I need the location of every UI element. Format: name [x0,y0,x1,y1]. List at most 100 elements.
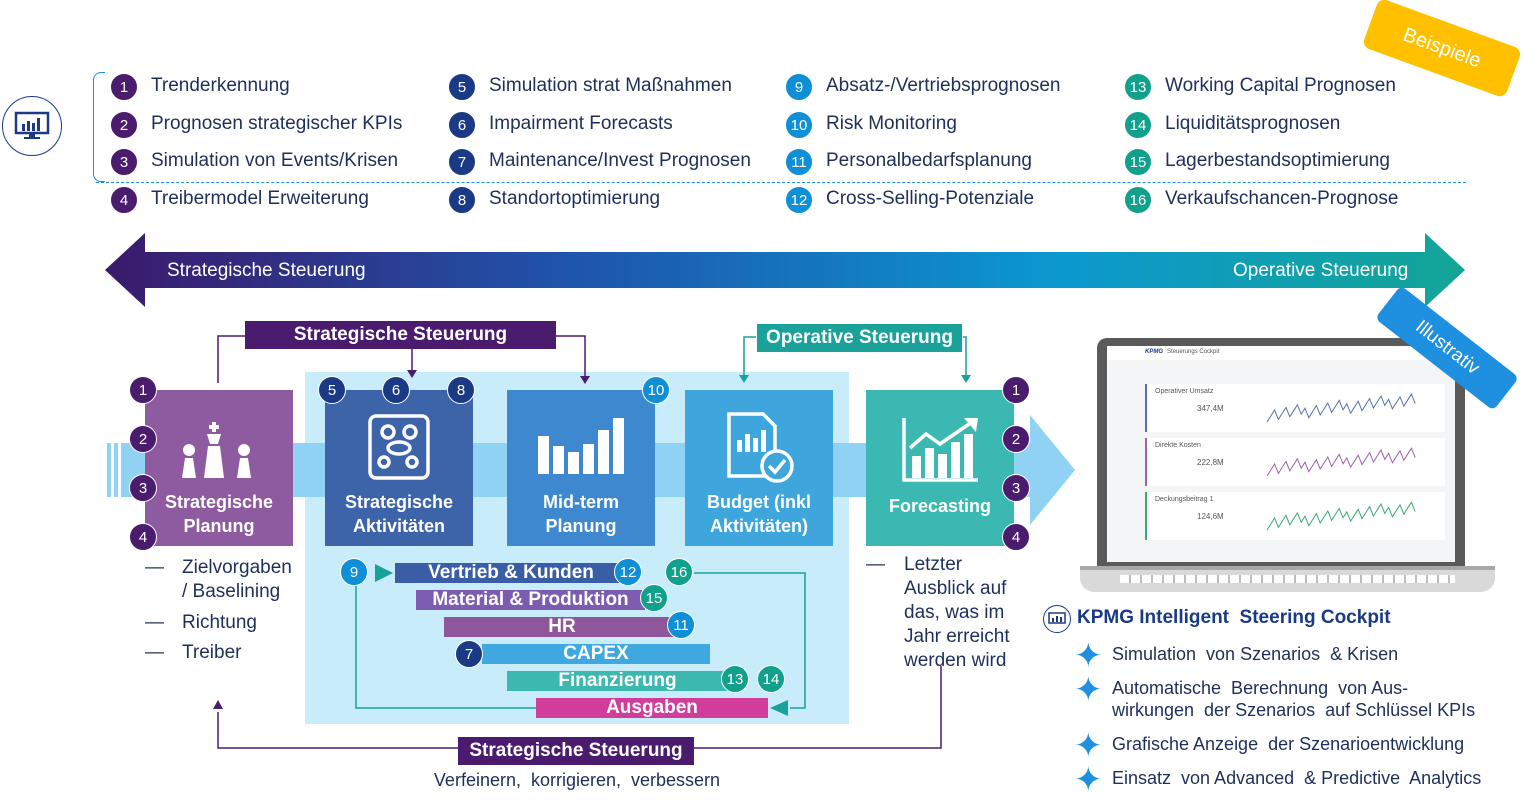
use-case-label: Prognosen strategischer KPIs [151,113,403,134]
use-case-label: Personalbedarfsplanung [826,150,1032,171]
process-badge-15: 15 [640,584,668,612]
bar-ausgaben: Ausgaben [536,698,768,718]
kpi-name: Deckungsbeitrag 1 [1155,496,1214,503]
star-icon: ✦ [1074,671,1103,709]
process-badge-4: 4 [129,523,157,551]
bar-vertrieb: Vertrieb & Kunden [395,563,627,583]
bar-material: Material & Produktion [416,590,645,610]
use-case-label: Treibermodel Erweiterung [151,188,369,209]
monitor-chart-icon [2,96,62,156]
chess-pieces-icon [182,422,251,478]
use-case-badge: 4 [110,186,138,214]
process-badge-4: 4 [1002,523,1030,551]
bar-chart-icon [538,418,624,474]
process-badge-11: 11 [667,611,695,639]
use-case-badge: 12 [785,186,813,214]
kpmg-logo: KPMG [1145,349,1163,355]
laptop-base [1080,566,1495,592]
use-case-badge: 9 [785,73,813,101]
box-strategische-planung: Strategische Planung [145,390,293,546]
star-icon: ✦ [1074,761,1103,799]
cockpit-feature: Simulation von Szenarios & Krisen [1112,644,1399,664]
use-case-label: Impairment Forecasts [489,113,673,134]
process-badge-7: 7 [455,640,483,668]
use-case-label: Liquiditätsprognosen [1165,113,1341,134]
use-case-badge: 2 [110,111,138,139]
process-badge-12: 12 [614,558,642,586]
use-case-badge: 8 [448,186,476,214]
kpi-panel: Deckungsbeitrag 1 124,6M [1145,492,1445,540]
arrow-label-right: Operative Steuerung [1233,260,1409,281]
use-case-label: Working Capital Prognosen [1165,75,1396,96]
arrow-label-left: Strategische Steuerung [167,260,366,281]
star-icon: ✦ [1074,727,1103,765]
bar-hr: HR [444,617,680,637]
use-case-label: Absatz-/Vertriebsprognosen [826,75,1061,96]
kpi-name: Direkte Kosten [1155,442,1201,449]
use-case-badge: 3 [110,148,138,176]
process-badge-2: 2 [129,425,157,453]
process-badge-1: 1 [129,376,157,404]
kpi-name: Operativer Umsatz [1155,388,1214,395]
use-case-label: Verkaufschancen-Prognose [1165,188,1399,209]
use-case-label: Simulation von Events/Krisen [151,150,399,171]
bar-capex: CAPEX [482,644,710,664]
box-title: Strategische Aktivitäten [344,492,454,536]
use-case-label: Standortoptimierung [489,188,661,209]
process-badge-6: 6 [382,376,410,404]
kpi-trend-line [1266,501,1416,531]
process-badge-13: 13 [721,665,749,693]
note-treiber: Treiber [182,642,242,663]
use-case-badge: 1 [110,73,138,101]
laptop: KPMG Steuerungs Cockpit Operativer Umsat… [1097,338,1465,568]
box-budget: Budget (inkl Aktivitäten) [685,390,833,546]
box-mid-term-planung: Mid-term Planung [507,390,655,546]
plan-board-icon [368,414,430,480]
kpi-value: 347,4M [1197,404,1224,413]
use-case-badge: 7 [448,148,476,176]
cockpit-feature: Einsatz von Advanced & Predictive Analyt… [1112,768,1482,788]
use-case-label: Risk Monitoring [826,113,957,134]
note-treiber-dash: — [145,642,164,663]
cockpit-title: KPMG Intelligent Steering Cockpit [1077,607,1391,628]
use-case-badge: 13 [1124,73,1152,101]
star-icon: ✦ [1074,637,1103,675]
box-title: Budget (inkl Aktivitäten) [707,492,811,536]
note-richtung-dash: — [145,612,164,633]
process-badge-1: 1 [1002,376,1030,404]
process-badge-8: 8 [447,376,475,404]
divider-dashed [96,182,1466,183]
use-case-badge: 10 [785,111,813,139]
bar-finanzierung: Finanzierung [507,671,728,691]
use-case-badge: 6 [448,111,476,139]
top-strategic-label: Strategische Steuerung [245,321,556,349]
cockpit-feature: Grafische Anzeige der Szenarioentwicklun… [1112,734,1465,754]
use-case-label: Cross-Selling-Potenziale [826,188,1035,209]
kpi-value: 124,6M [1197,512,1224,521]
process-badge-3: 3 [1002,474,1030,502]
box-forecasting: Forecasting [866,390,1014,546]
box-title: Strategische Planung [164,492,274,536]
note-forecast: Letzter Ausblick auf das, was im Jahr er… [904,554,1010,671]
process-badge-5: 5 [318,376,346,404]
process-badge-10: 10 [642,376,670,404]
kpi-trend-line [1266,393,1416,423]
use-case-badge: 16 [1124,186,1152,214]
note-richtung: Richtung [182,612,257,633]
top-operative-label: Operative Steuerung [756,323,963,353]
box-title: Forecasting [888,496,992,516]
process-badge-3: 3 [129,474,157,502]
use-case-label: Simulation strat Maßnahmen [489,75,732,96]
use-case-label: Maintenance/Invest Prognosen [489,150,751,171]
kpi-panel: Operativer Umsatz 347,4M [1145,384,1445,432]
process-badge-2: 2 [1002,425,1030,453]
process-badge-14: 14 [757,665,785,693]
use-case-label: Lagerbestandsoptimierung [1165,150,1390,171]
strategic-operative-arrow [105,233,1465,307]
note-zielvorgaben: — [145,557,164,578]
growth-chart-icon [902,418,978,482]
document-check-icon [727,412,794,483]
process-badge-16: 16 [665,558,693,586]
